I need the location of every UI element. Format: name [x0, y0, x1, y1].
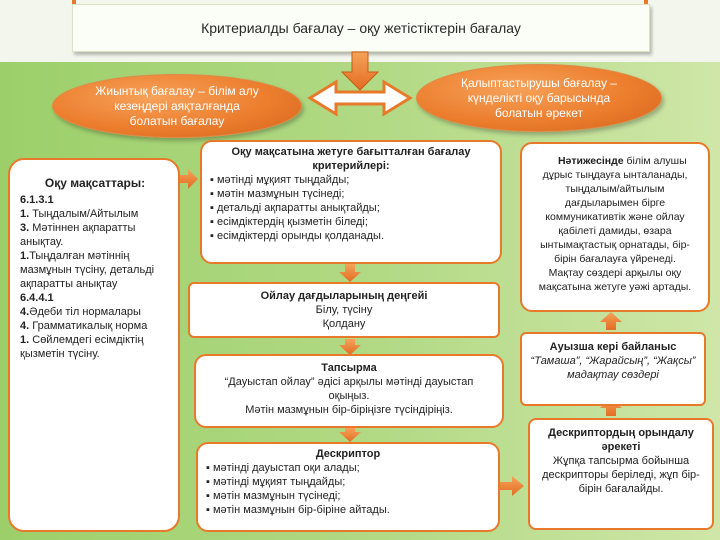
descriptor-action-box: Дескриптордың орындалу әрекеті Жұпқа тап…	[528, 418, 714, 530]
objective-text: Грамматикалық норма	[29, 320, 148, 332]
bullet-item: мәтін мазмұнын түсінеді;	[206, 489, 490, 503]
objective-text: Сөйлемдегі есімдіктің қызметін түсіну.	[20, 334, 144, 360]
thinking-title: Ойлау дағдыларының деңгейі	[260, 290, 428, 302]
up-arrow-icon	[600, 312, 622, 330]
bullet-item: мәтін мазмұнын бір-біріне айтады.	[206, 503, 490, 517]
descriptor-box: Дескриптор мәтінді дауыстап оқи алады;мә…	[196, 442, 500, 532]
double-arrow-icon	[307, 79, 413, 117]
task-box: Тапсырма “Дауыстап ойлау” әдісі арқылы м…	[194, 354, 504, 428]
thinking-line: Қолдану	[322, 318, 366, 330]
down-arrow-icon	[340, 51, 380, 91]
objective-text: Тыңдалым/Айтылым	[29, 208, 139, 220]
bullet-item: детальді ақпаратты анықтайды;	[210, 201, 492, 215]
objective-code: 1.	[20, 250, 30, 262]
objective-code: 4.	[20, 320, 30, 332]
descriptor-action-text: Жұпқа тапсырма бойынша дескрипторы беріл…	[542, 455, 700, 495]
objective-line: 4. Грамматикалық норма	[20, 319, 170, 333]
objective-code: 3.	[20, 222, 30, 234]
objective-line: 4.Әдеби тіл нормалары	[20, 305, 170, 319]
right-arrow-icon	[178, 169, 198, 189]
task-line: Мәтін мазмұнын бір-біріңізге түсіндіріңі…	[245, 404, 453, 416]
objective-line: 1. Тыңдалым/Айтылым	[20, 207, 170, 221]
feedback-title: Ауызша кері байланыс	[549, 341, 677, 353]
formative-assessment-oval: Қалыптастырушы бағалау – күнделікті оқу …	[416, 64, 662, 132]
feedback-box: Ауызша кері байланыс “Тамаша”, “Жарайсың…	[520, 332, 706, 406]
objective-code: 6.4.4.1	[20, 292, 54, 304]
right-arrow-icon	[500, 476, 524, 496]
objective-code: 1.	[20, 334, 30, 346]
criteria-box: Оқу мақсатына жетуге бағытталған бағалау…	[200, 140, 502, 264]
bullet-item: есімдіктердің қызметін біледі;	[210, 215, 492, 229]
criteria-list: мәтінді мұқият тыңдайды;мәтін мазмұнын т…	[210, 173, 492, 243]
objective-code: 6.1.3.1	[20, 194, 54, 206]
result-praise: Мақтау сөздері арқылы оқу мақсатына жету…	[538, 267, 692, 293]
down-arrow-icon	[339, 428, 361, 442]
result-box: Нәтижесінде білім алушы дұрыс тыңдауға ы…	[520, 142, 710, 312]
bullet-item: мәтінді мұқият тыңдайды;	[210, 173, 492, 187]
descriptor-list: мәтінді дауыстап оқи алады;мәтінді мұқия…	[206, 461, 490, 517]
page-title: Критериалды бағалау – оқу жетістіктерін …	[72, 4, 650, 52]
objective-line: 6.4.4.1	[20, 291, 170, 305]
summative-assessment-oval: Жиынтық бағалау – білім алу кезеңдері ая…	[52, 74, 302, 138]
thinking-line: Білу, түсіну	[315, 304, 373, 316]
result-text: Нәтижесінде білім алушы дұрыс тыңдауға ы…	[540, 155, 690, 265]
objective-text: Әдеби тіл нормалары	[29, 306, 141, 318]
descriptor-action-title: Дескриптордың орындалу әрекеті	[548, 427, 694, 453]
down-arrow-icon	[339, 264, 361, 282]
bullet-item: мәтін мазмұнын түсінеді;	[210, 187, 492, 201]
bullet-item: мәтінді мұқият тыңдайды;	[206, 475, 490, 489]
objective-text: Тыңдалған мәтіннің мазмұнын түсіну, дета…	[20, 250, 155, 290]
objective-line: 3. Мәтіннен ақпаратты анықтау.	[20, 221, 170, 249]
feedback-text: “Тамаша”, “Жарайсың”, “Жақсы” мадақтау с…	[530, 355, 696, 381]
bullet-item: мәтінді дауыстап оқи алады;	[206, 461, 490, 475]
up-arrow-icon	[600, 398, 622, 416]
criteria-title: Оқу мақсатына жетуге бағытталған бағалау…	[231, 146, 471, 172]
objective-text: Мәтіннен ақпаратты анықтау.	[20, 222, 136, 248]
objectives-title: Оқу мақсаттары:	[44, 176, 146, 190]
bullet-item: есімдіктерді орынды қолданады.	[210, 229, 492, 243]
down-arrow-icon	[339, 339, 361, 355]
descriptor-title: Дескриптор	[315, 448, 381, 460]
objective-code: 1.	[20, 208, 30, 220]
task-title: Тапсырма	[321, 362, 377, 374]
objective-line: 1.Тыңдалған мәтіннің мазмұнын түсіну, де…	[20, 249, 170, 291]
task-line: “Дауыстап ойлау” әдісі арқылы мәтінді да…	[224, 376, 474, 402]
thinking-skills-box: Ойлау дағдыларының деңгейі Білу, түсіну …	[188, 282, 500, 338]
objective-code: 4.	[20, 306, 30, 318]
objective-line: 1. Сөйлемдегі есімдіктің қызметін түсіну…	[20, 333, 170, 361]
objective-line: 6.1.3.1	[20, 193, 170, 207]
